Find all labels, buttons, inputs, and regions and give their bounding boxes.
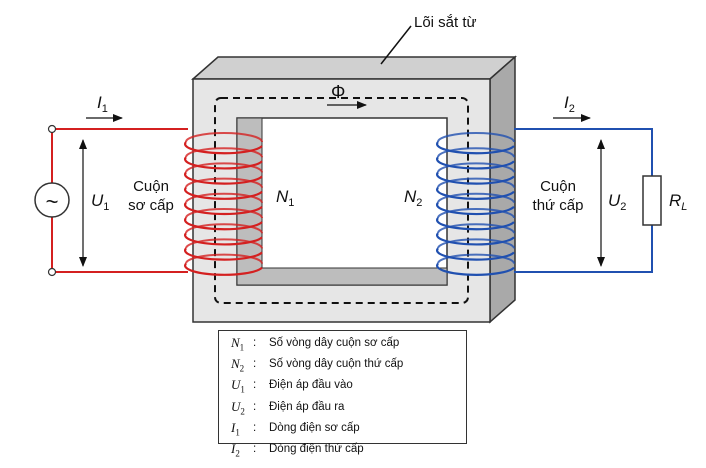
core-leader-line	[380, 25, 412, 65]
ac-source-icon	[34, 182, 70, 218]
legend-colon: :	[253, 379, 257, 392]
secondary-wire-bottom	[514, 225, 653, 273]
flux-path	[214, 97, 469, 304]
secondary-coil-turn-back	[437, 208, 515, 219]
primary-terminal-top	[47, 124, 57, 134]
legend-row: I2: Dòng điện thứ cấp	[231, 441, 466, 462]
secondary-coil-label-line2: thứ cấp	[533, 197, 584, 214]
secondary-coil-label-line1: Cuộn	[540, 178, 576, 195]
primary-coil-turn-back	[185, 132, 263, 143]
primary-coil-turn	[184, 247, 263, 261]
secondary-coil-turn	[436, 217, 515, 231]
secondary-coil-turn	[436, 186, 515, 200]
legend-text: Điện áp đầu vào	[269, 379, 353, 392]
secondary-coil-turn-back	[437, 253, 515, 264]
primary-coil-turn	[184, 156, 263, 170]
primary-coil-turn	[184, 262, 263, 276]
secondary-coil-turn-back	[437, 192, 515, 204]
primary-current-label: I1	[97, 93, 108, 115]
legend-colon: :	[253, 421, 257, 434]
secondary-coil-turn	[436, 171, 515, 185]
legend-row: N1: Số vòng dây cuộn sơ cấp	[231, 335, 466, 356]
legend-row: U1: Điện áp đầu vào	[231, 377, 466, 398]
legend-text: Điện áp đầu ra	[269, 400, 345, 413]
primary-coil	[184, 132, 263, 276]
primary-coil-turn-back	[185, 253, 263, 264]
secondary-coil-turn-back	[437, 177, 515, 188]
primary-coil-turn-back	[185, 208, 263, 219]
primary-voltage-label: U1	[91, 191, 109, 213]
legend-symbol: N2	[231, 356, 245, 374]
legend-colon: :	[253, 400, 257, 413]
secondary-coil-turn	[436, 156, 515, 170]
secondary-wire-top	[514, 128, 653, 176]
secondary-current-label: I2	[564, 93, 575, 115]
primary-coil-turn	[184, 141, 263, 155]
primary-wire-bottom	[51, 217, 188, 273]
primary-coil-turn-back	[185, 177, 263, 188]
primary-wire-top	[51, 128, 188, 183]
legend-symbol: N1	[231, 335, 245, 353]
secondary-coil-turn	[436, 262, 515, 276]
primary-coil-label-line1: Cuộn	[133, 178, 169, 195]
secondary-coil-turn	[436, 247, 515, 261]
legend-colon: :	[253, 442, 257, 455]
legend-symbol: I2	[231, 440, 240, 459]
secondary-coil-turn-back	[437, 132, 515, 143]
secondary-turns-label: N2	[404, 187, 422, 209]
legend-row: U2: Điện áp đầu ra	[231, 399, 466, 420]
secondary-coil-turn	[436, 141, 515, 155]
legend-text: Dòng điện thứ cấp	[269, 442, 364, 455]
primary-coil-turn	[184, 232, 263, 246]
secondary-voltage-label: U2	[608, 191, 626, 213]
secondary-coil-turn	[436, 202, 515, 216]
legend-text: Số vòng dây cuộn sơ cấp	[269, 337, 400, 349]
legend-symbol: U2	[231, 398, 245, 417]
secondary-coil-turn	[436, 232, 515, 246]
primary-coil-turn	[184, 171, 263, 185]
ac-source-glyph: ~	[46, 189, 59, 214]
primary-coil-turn-back	[185, 223, 263, 234]
primary-coil-turn	[184, 217, 263, 231]
primary-turns-label: N1	[276, 187, 294, 209]
legend-colon: :	[253, 358, 257, 371]
flux-symbol: Φ	[331, 82, 345, 102]
primary-coil-turn-back	[185, 192, 263, 204]
primary-coil-turn	[184, 186, 263, 200]
secondary-coil-turn-back	[437, 162, 515, 173]
secondary-coil-turn-back	[437, 223, 515, 234]
legend-text: Dòng điện sơ cấp	[269, 421, 360, 434]
primary-terminal-bottom	[47, 267, 57, 277]
secondary-coil-turn-back	[437, 147, 515, 158]
primary-coil-turn-back	[185, 147, 263, 158]
core-label: Lõi sắt từ	[380, 14, 477, 65]
primary-coil-turn	[184, 202, 263, 216]
secondary-coil-turn-back	[437, 238, 515, 249]
legend-text: Số vòng dây cuộn thứ cấp	[269, 358, 404, 371]
core-label-text: Lõi sắt từ	[414, 14, 477, 31]
load-resistor-icon	[642, 175, 662, 226]
secondary-coil	[436, 132, 515, 276]
load-resistor-label: RL	[669, 191, 687, 213]
primary-coil-turn-back	[185, 162, 263, 173]
legend-symbol: I1	[231, 419, 240, 438]
primary-coil-label-line2: sơ cấp	[128, 197, 174, 214]
primary-circuit: ~ I1 U1 Cuộn sơ cấp N1	[34, 93, 294, 277]
secondary-circuit: RL I2 U2 Cuộn thứ cấp N2	[404, 93, 687, 276]
legend-row: I1: Dòng điện sơ cấp	[231, 420, 466, 441]
legend-row: N2: Số vòng dây cuộn thứ cấp	[231, 356, 466, 377]
legend-symbol: U1	[231, 377, 245, 395]
legend-colon: :	[253, 337, 257, 349]
iron-core: Φ	[191, 55, 517, 324]
primary-coil-turn-back	[185, 238, 263, 249]
